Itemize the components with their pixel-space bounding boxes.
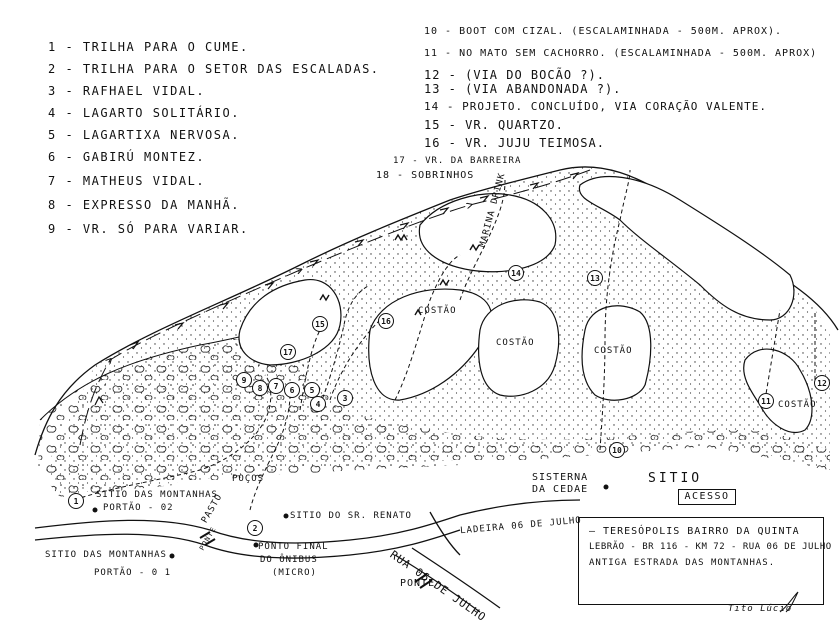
- legend-item-3: 3 - RAFHAEL VIDAL.: [48, 84, 206, 98]
- legend-item-8: 8 - EXPRESSO DA MANHÃ.: [48, 198, 240, 212]
- legend-item-9: 9 - VR. SÓ PARA VARIAR.: [48, 222, 249, 236]
- legend-item-12: 12 - (VIA DO BOCÃO ?).: [424, 68, 605, 82]
- signature-mark: [779, 591, 799, 613]
- label-sitio-montanhas-02-a: SITIO DAS MONTANHAS: [96, 490, 218, 500]
- route-marker-3: 3: [337, 390, 353, 406]
- signature: Tito Lúcio: [728, 604, 793, 614]
- route-marker-8: 8: [252, 380, 268, 396]
- route-marker-16: 16: [378, 313, 394, 329]
- forest-band: [38, 330, 830, 497]
- label-sitio-montanhas-01-a: SITIO DAS MONTANHAS: [45, 550, 167, 560]
- slab-costao-2: [478, 299, 560, 397]
- label-ponto-final-2: DO ÔNIBUS: [260, 555, 318, 565]
- info-line-1: — TERESÓPOLIS BAIRRO DA QUINTA: [589, 526, 800, 537]
- roads: [34, 499, 581, 613]
- label-sisterna-1: SISTERNA: [532, 472, 589, 483]
- route-marker-15: 15: [312, 316, 328, 332]
- info-line-3: ANTIGA ESTRADA DAS MONTANHAS.: [589, 558, 776, 568]
- label-route-17: 17 - VR. DA BARREIRA: [393, 156, 522, 166]
- legend-item-6: 6 - GABIRÚ MONTEZ.: [48, 150, 206, 164]
- label-sitio-renato: SITIO DO SR. RENATO: [290, 511, 412, 521]
- legend-item-4: 4 - LAGARTO SOLITÁRIO.: [48, 106, 240, 120]
- legend-item-10: 10 - BOOT COM CIZAL. (ESCALAMINHADA - 50…: [424, 26, 783, 37]
- legend-item-5: 5 - LAGARTIXA NERVOSA.: [48, 128, 240, 142]
- overhang-marks: [319, 233, 480, 316]
- info-line-2: LEBRÃO - BR 116 - KM 72 - RUA 06 DE JULH…: [589, 542, 832, 552]
- route-marker-1: 1: [68, 493, 84, 509]
- label-ponto-final-1: PONTO FINAL: [258, 542, 329, 552]
- label-sitio: SITIO: [648, 471, 703, 486]
- route-marker-14: 14: [508, 265, 524, 281]
- legend-item-15: 15 - VR. QUARTZO.: [424, 118, 564, 132]
- legend-item-13: 13 - (VIA ABANDONADA ?).: [424, 82, 622, 96]
- legend-item-16: 16 - VR. JUJU TEIMOSA.: [424, 136, 605, 150]
- label-costao-3: COSTÃO: [594, 346, 633, 356]
- label-pocos: POÇOS: [232, 474, 265, 484]
- route-marker-9: 9: [236, 372, 252, 388]
- label-costao-2: COSTÃO: [496, 338, 535, 348]
- legend-item-2: 2 - TRILHA PARA O SETOR DAS ESCALADAS.: [48, 62, 380, 76]
- place-dots: [92, 484, 609, 559]
- slab-costao-4: [743, 348, 813, 433]
- label-costao-1: COSTÃO: [418, 306, 457, 316]
- legend-item-1: 1 - TRILHA PARA O CUME.: [48, 40, 249, 54]
- legend-item-14: 14 - PROJETO. CONCLUÍDO, VIA CORAÇÃO VAL…: [424, 100, 768, 113]
- label-sitio-montanhas-02-b: PORTÃO - 02: [103, 503, 174, 513]
- route-marker-5: 5: [304, 382, 320, 398]
- route-marker-7: 7: [268, 378, 284, 394]
- label-costao-4: COSTÃO: [778, 400, 817, 410]
- legend-item-11: 11 - NO MATO SEM CACHORRO. (ESCALAMINHAD…: [424, 48, 818, 59]
- route-marker-17: 17: [280, 344, 296, 360]
- route-marker-10: 10: [609, 442, 625, 458]
- ridge-arrows: [94, 171, 580, 406]
- label-sitio-montanhas-01-b: PORTÃO - 0 1: [94, 568, 172, 578]
- label-route-18: 18 - SOBRINHOS: [376, 170, 475, 181]
- route-marker-4: 4: [310, 396, 326, 412]
- label-ponto-final-3: (MICRO): [272, 568, 317, 578]
- route-marker-12: 12: [814, 375, 830, 391]
- slab-top-right: [578, 175, 795, 321]
- label-sisterna-2: DA CEDAE: [532, 484, 589, 495]
- bridge-icon: [414, 573, 433, 589]
- route-marker-6: 6: [284, 382, 300, 398]
- ridge-trail: [79, 169, 591, 446]
- label-acesso: ACESSO: [678, 489, 736, 505]
- slab-costao-3: [581, 305, 652, 401]
- route-marker-13: 13: [587, 270, 603, 286]
- climbing-routes: [74, 169, 816, 511]
- pasto-bridge-icon: [199, 531, 216, 546]
- route-marker-11: 11: [758, 393, 774, 409]
- route-marker-2: 2: [247, 520, 263, 536]
- info-box: — TERESÓPOLIS BAIRRO DA QUINTA LEBRÃO - …: [578, 517, 831, 605]
- legend-item-7: 7 - MATHEUS VIDAL.: [48, 174, 206, 188]
- label-ponte: PONTE: [400, 578, 436, 589]
